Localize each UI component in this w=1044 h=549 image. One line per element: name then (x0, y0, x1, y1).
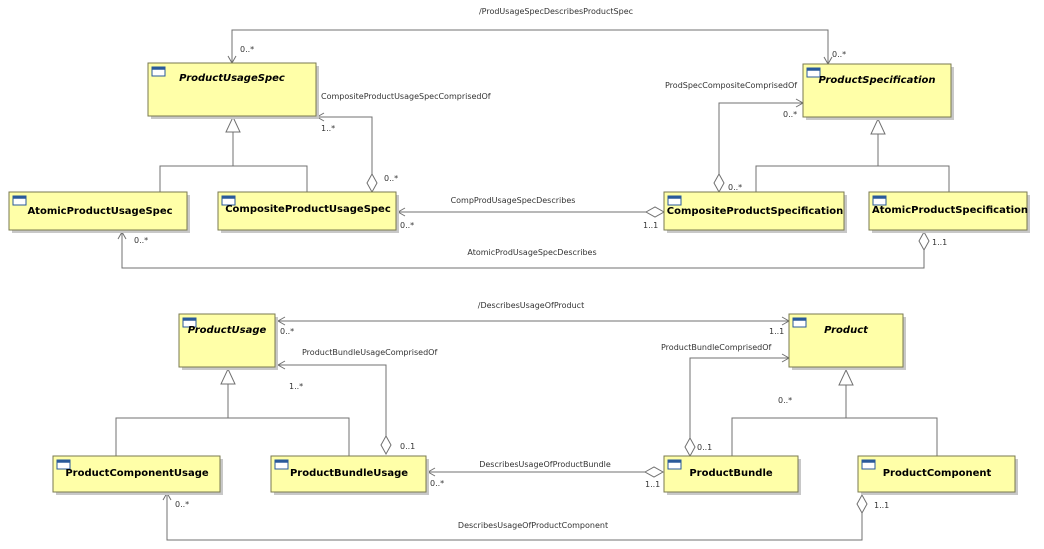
class-atomic-product-specification[interactable]: AtomicProductSpecification (868, 191, 1030, 233)
class-product-bundle[interactable]: ProductBundle (663, 455, 801, 495)
assoc-name-label: CompProdUsageSpecDescribes (451, 196, 576, 205)
multiplicity-label: 0..* (175, 500, 189, 509)
assoc-name-label: /DescribesUsageOfProduct (478, 301, 584, 310)
generalization-product-specification (755, 117, 950, 192)
assoc-describes-usage-of-product[interactable] (276, 316, 791, 326)
assoc-product-bundle-usage-comprised-of[interactable] (276, 360, 392, 456)
multiplicity-label: 0..* (728, 183, 742, 192)
multiplicity-label: 1..1 (769, 327, 784, 336)
multiplicity-label: 1..* (321, 124, 335, 133)
multiplicity-label: 0..1 (400, 442, 415, 451)
generalization-triangle (870, 117, 886, 135)
assoc-name-label: ProdSpecCompositeComprisedOf (665, 81, 797, 90)
assoc-name-label: DescribesUsageOfProductBundle (479, 460, 611, 469)
class-icon (12, 195, 27, 206)
multiplicity-label: 1..1 (643, 221, 658, 230)
generalization-triangle (220, 367, 236, 385)
multiplicity-label: 0..* (400, 221, 414, 230)
assoc-product-bundle-comprised-of[interactable] (684, 353, 791, 458)
aggregation-diamond (918, 230, 930, 252)
generalization-product (731, 368, 938, 456)
class-composite-product-usage-spec[interactable]: CompositeProductUsageSpec (217, 191, 399, 233)
class-product-specification[interactable]: ProductSpecification (802, 63, 954, 120)
assoc-describes-usage-of-product-bundle[interactable] (426, 466, 665, 478)
multiplicity-label: 0..1 (697, 443, 712, 452)
class-name: CompositeProductUsageSpec (225, 204, 391, 215)
multiplicity-label: 1..1 (874, 501, 889, 510)
multiplicity-label: 0..* (832, 50, 846, 59)
class-product-bundle-usage[interactable]: ProductBundleUsage (270, 455, 429, 495)
assoc-comp-prod-usage-spec-describes[interactable] (396, 206, 666, 218)
aggregation-diamond (366, 172, 378, 194)
assoc-describes-usage-of-product-component[interactable] (162, 491, 868, 541)
class-icon (182, 317, 197, 328)
class-icon (861, 459, 876, 470)
multiplicity-label: 0..* (778, 396, 792, 405)
assoc-name-label: AtomicProdUsageSpecDescribes (467, 248, 596, 257)
assoc-name-label: ProductBundleUsageComprisedOf (302, 348, 437, 357)
class-icon (806, 67, 821, 78)
assoc-name-label: ProductBundleComprisedOf (661, 343, 772, 352)
assoc-name-label: CompositeProductUsageSpecComprisedOf (321, 92, 491, 101)
class-product-component-usage[interactable]: ProductComponentUsage (52, 455, 223, 495)
multiplicity-label: 1..1 (645, 480, 660, 489)
assoc-atomic-prod-usage-spec-describes[interactable] (117, 230, 930, 269)
multiplicity-label: 0..* (430, 479, 444, 488)
class-composite-product-specification[interactable]: CompositeProductSpecification (663, 191, 847, 233)
class-name: Product (824, 325, 869, 336)
class-product[interactable]: Product (788, 313, 906, 370)
class-name: ProductSpecification (818, 75, 935, 86)
assoc-name-label: DescribesUsageOfProductComponent (458, 521, 608, 530)
class-atomic-product-usage-spec[interactable]: AtomicProductUsageSpec (8, 191, 190, 233)
assoc-name-label: /ProdUsageSpecDescribesProductSpec (479, 7, 633, 16)
generalization-product-usage-spec (159, 115, 308, 192)
class-product-usage-spec[interactable]: ProductUsageSpec (147, 62, 319, 119)
class-product-component[interactable]: ProductComponent (857, 455, 1018, 495)
class-name: ProductUsageSpec (179, 73, 285, 84)
multiplicity-label: 1..1 (932, 238, 947, 247)
aggregation-diamond (643, 466, 665, 478)
class-name: ProductBundle (689, 468, 773, 479)
aggregation-diamond (644, 206, 666, 218)
generalization-product-usage (115, 367, 350, 456)
class-name: ProductBundleUsage (290, 468, 408, 479)
connector-labels: /ProdUsageSpecDescribesProductSpec 0..* … (134, 7, 947, 530)
multiplicity-label: 1..* (289, 382, 303, 391)
class-icon (667, 195, 682, 206)
aggregation-diamond (713, 172, 725, 194)
multiplicity-label: 0..* (280, 327, 294, 336)
aggregation-diamond (684, 436, 696, 458)
generalization-triangle (225, 115, 241, 133)
class-product-usage[interactable]: ProductUsage (178, 313, 278, 370)
multiplicity-label: 0..* (783, 110, 797, 119)
generalization-triangle (838, 368, 854, 386)
class-name: AtomicProductSpecification (872, 205, 1028, 216)
class-boxes: ProductUsageSpec ProductSpecification At… (8, 62, 1030, 495)
multiplicity-label: 0..* (134, 236, 148, 245)
class-name: ProductUsage (188, 325, 267, 336)
class-name: AtomicProductUsageSpec (27, 206, 172, 217)
class-icon (667, 459, 682, 470)
class-icon (221, 195, 236, 206)
class-name: ProductComponentUsage (65, 468, 209, 479)
class-icon (274, 459, 289, 470)
class-icon (56, 459, 71, 470)
class-name: CompositeProductSpecification (667, 206, 844, 217)
class-name: ProductComponent (883, 468, 992, 479)
multiplicity-label: 0..* (240, 45, 254, 54)
connectors (115, 29, 950, 541)
aggregation-diamond (856, 493, 868, 515)
assoc-prod-usage-spec-describes-product-spec[interactable] (227, 29, 833, 66)
aggregation-diamond (380, 434, 392, 456)
class-icon (872, 195, 887, 206)
class-icon (151, 66, 166, 77)
multiplicity-label: 0..* (384, 174, 398, 183)
class-icon (792, 317, 807, 328)
